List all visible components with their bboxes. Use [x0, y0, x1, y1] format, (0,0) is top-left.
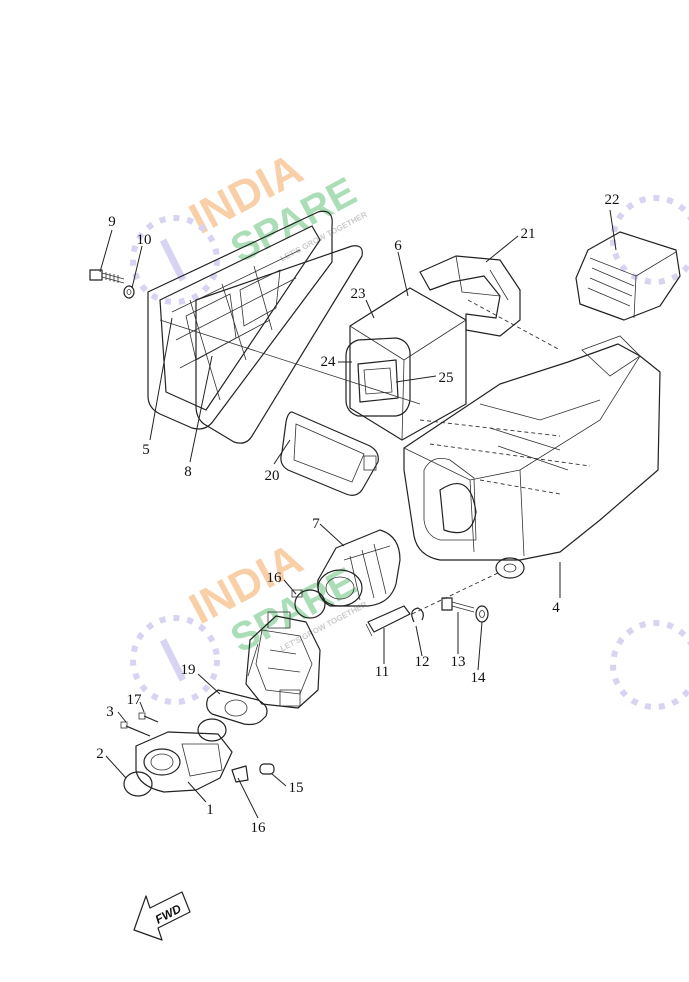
part-label-20: 19: [181, 662, 196, 678]
part-label-10: 10: [137, 232, 152, 248]
air-filter-element: [345, 287, 467, 441]
part-label-1: 1: [206, 802, 214, 818]
arrow-left-icon: [133, 891, 191, 941]
part-label-5: 5: [142, 442, 150, 458]
bracket-22: [419, 255, 521, 337]
watermark-lower: INDIA SPARE LET'S GROW TOGETHER: [130, 534, 369, 705]
fwd-indicator: FWD: [133, 891, 191, 941]
part-label-25: 24: [321, 354, 337, 370]
cover-gasket: [195, 245, 363, 444]
leader-lines: [99, 209, 617, 819]
air-cleaner-case-4: [403, 335, 661, 579]
air-cleaner-cover: [147, 210, 333, 430]
part-label-22: 21: [521, 226, 536, 242]
part-label-26: 25: [439, 370, 454, 386]
pipe-11: [365, 605, 411, 637]
part-label-6: 6: [394, 238, 402, 254]
carb-joint-7: [317, 529, 401, 607]
carburetor: [245, 611, 321, 709]
part-label-7: 7: [312, 516, 320, 532]
clip-12: [411, 607, 424, 623]
alignment-line: [159, 319, 421, 405]
part-label-21: 20: [265, 468, 280, 484]
screw-19: [138, 712, 159, 723]
part-label-19: 17: [127, 692, 143, 708]
part-label-13: 13: [451, 654, 466, 670]
part-label-23: 22: [605, 192, 620, 208]
intake-duct-23: [575, 231, 681, 321]
intake-manifold-1: [135, 731, 233, 793]
clamp-15: [291, 589, 326, 619]
part-label-24: 23: [351, 286, 366, 302]
alignment-line-upper: [467, 299, 561, 351]
part-label-16: 15: [289, 780, 304, 796]
watermark-upper: INDIA SPARE LET'S GROW TOGETHER: [130, 144, 369, 305]
part-label-8: 8: [184, 464, 192, 480]
part-label-11: 11: [375, 664, 389, 680]
bolt-9: [89, 269, 125, 284]
part-label-2: 2: [96, 746, 104, 762]
cap-16: [259, 763, 275, 775]
part-label-12: 12: [415, 654, 430, 670]
watermark-right-edge: [610, 195, 689, 710]
alignment-line-lower: [411, 571, 501, 615]
screw-3: [120, 721, 151, 737]
part-label-17: 16: [251, 820, 267, 836]
part-label-4: 4: [552, 600, 560, 616]
o-ring-2: [123, 771, 153, 797]
washer-14: [475, 605, 489, 623]
gasket-21: [280, 411, 379, 496]
bolt-13: [441, 597, 475, 613]
part-label-3: 3: [106, 704, 114, 720]
part-label-15: 16: [267, 570, 283, 586]
part-label-9: 9: [108, 214, 116, 230]
part-label-14: 14: [471, 670, 487, 686]
insulator-gasket-20: [197, 689, 268, 742]
washer-10: [123, 285, 135, 299]
callout-labels: 9 10 5 8 6 23 24 25 21 22 20 4 7 16 11 1…: [96, 192, 619, 836]
watermark-logo-icon: [130, 615, 220, 705]
clip-17: [231, 765, 249, 783]
